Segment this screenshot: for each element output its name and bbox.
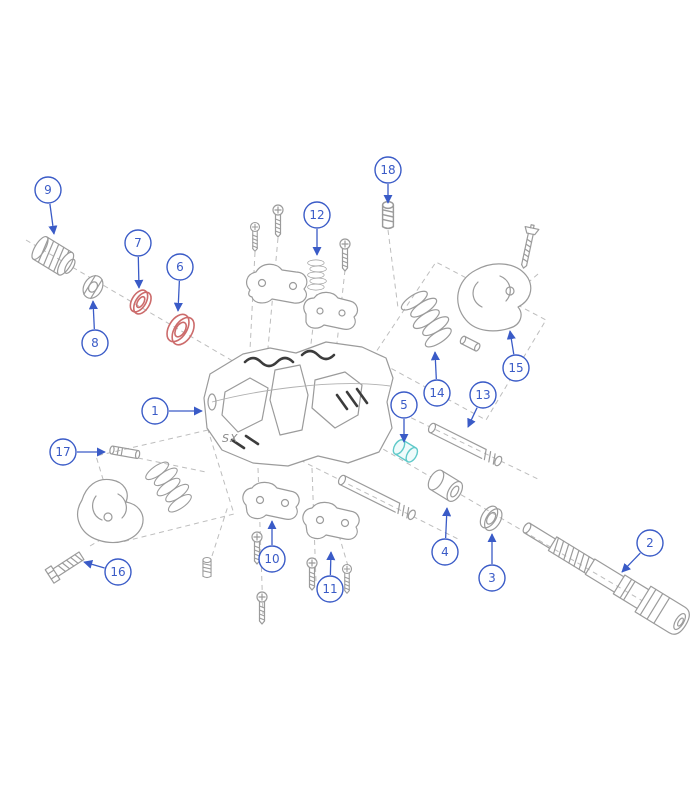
callout-10: 10 (258, 520, 286, 573)
part-pivot-pin-lower (337, 474, 416, 521)
callout-circle-18 (374, 156, 402, 184)
callout-number-7: 7 (134, 236, 142, 250)
part-spindle (522, 522, 690, 635)
callout-circle-7 (124, 229, 152, 257)
callout-number-2: 2 (646, 536, 654, 550)
callout-number-16: 16 (110, 565, 125, 579)
part-clip-plate-a (246, 263, 308, 304)
callout-circle-11 (316, 575, 344, 603)
callout-18: 18 (374, 156, 402, 204)
part-retention-bracket-left (77, 478, 144, 544)
part-small-spring (307, 259, 327, 291)
callout-number-10: 10 (264, 552, 279, 566)
callout-number-11: 11 (322, 582, 337, 596)
callout-number-1: 1 (151, 404, 159, 418)
callout-arrow-15 (506, 330, 516, 355)
callout-circle-6 (166, 253, 194, 281)
callout-12: 12 (303, 201, 331, 256)
callout-5: 5 (390, 391, 418, 443)
part-set-screw-18 (381, 200, 395, 230)
part-bearing-red (166, 313, 195, 346)
part-bushing-cyan (392, 439, 419, 463)
callout-circle-5 (390, 391, 418, 419)
callout-11: 11 (316, 551, 344, 603)
callout-circle-4 (431, 538, 459, 566)
part-hex-bolt (44, 551, 85, 584)
callout-circle-10 (258, 545, 286, 573)
callout-arrow-2 (621, 552, 641, 573)
callout-circle-17 (49, 438, 77, 466)
part-seal-ring (479, 505, 503, 532)
callout-2: 2 (621, 529, 664, 573)
callout-arrow-9 (48, 203, 58, 235)
callout-number-5: 5 (400, 398, 408, 412)
callout-6: 6 (166, 253, 194, 312)
callout-circle-3 (478, 564, 506, 592)
callout-arrow-16 (83, 559, 105, 569)
callout-arrow-4 (442, 507, 452, 539)
part-bottom-hardware-cluster (202, 481, 360, 625)
callout-circle-8 (81, 329, 109, 357)
callout-13: 13 (467, 381, 497, 428)
callout-17: 17 (49, 438, 106, 466)
callout-9: 9 (34, 176, 62, 235)
callout-8: 8 (81, 300, 109, 357)
callout-circle-13 (469, 381, 497, 409)
callout-circle-12 (303, 201, 331, 229)
callout-15: 15 (502, 330, 530, 382)
pedal-body-label: SX (222, 432, 239, 445)
part-pedal-body: SX (203, 341, 394, 467)
part-large-spring (398, 285, 458, 351)
callout-4: 4 (431, 507, 459, 566)
callout-number-4: 4 (441, 545, 449, 559)
callout-14: 14 (423, 351, 451, 407)
part-seal-red (129, 289, 152, 315)
callout-circle-15 (502, 354, 530, 382)
callout-arrow-8 (88, 300, 98, 330)
callout-1: 1 (141, 397, 203, 425)
callout-circle-9 (34, 176, 62, 204)
callout-arrow-14 (430, 351, 440, 380)
callout-arrow-7 (134, 256, 144, 289)
callout-circle-2 (636, 529, 664, 557)
callout-number-12: 12 (309, 208, 324, 222)
callout-arrow-6 (173, 280, 183, 312)
callout-number-8: 8 (91, 336, 99, 350)
part-clip-plate-c (242, 481, 300, 520)
callout-number-9: 9 (44, 183, 52, 197)
callout-number-13: 13 (475, 388, 490, 402)
callout-number-6: 6 (176, 260, 184, 274)
parts: SX (31, 200, 690, 635)
part-pivot-pin-upper (427, 422, 503, 467)
part-nut (82, 274, 104, 300)
callout-number-15: 15 (508, 361, 523, 375)
callout-number-17: 17 (55, 445, 70, 459)
callout-circle-14 (423, 379, 451, 407)
callout-circle-16 (104, 558, 132, 586)
part-countersunk-screw (521, 224, 540, 269)
part-end-cap (31, 236, 76, 276)
callout-circle-1 (141, 397, 169, 425)
part-left-spring (142, 456, 198, 516)
part-retention-bracket-right (457, 263, 532, 352)
part-bushing-outer (427, 469, 464, 502)
callout-16: 16 (83, 558, 132, 586)
callout-number-18: 18 (380, 163, 395, 177)
callout-arrow-13 (467, 407, 478, 428)
callout-number-14: 14 (429, 386, 444, 400)
callout-arrow-11 (326, 551, 336, 576)
callout-3: 3 (478, 533, 506, 592)
part-clip-plate-b (303, 291, 359, 330)
callout-number-3: 3 (488, 571, 496, 585)
part-clip-plate-d (302, 501, 360, 540)
callout-7: 7 (124, 229, 152, 289)
part-small-pin (459, 335, 481, 352)
part-top-hardware-cluster (246, 204, 359, 330)
part-pin-17 (109, 445, 141, 460)
